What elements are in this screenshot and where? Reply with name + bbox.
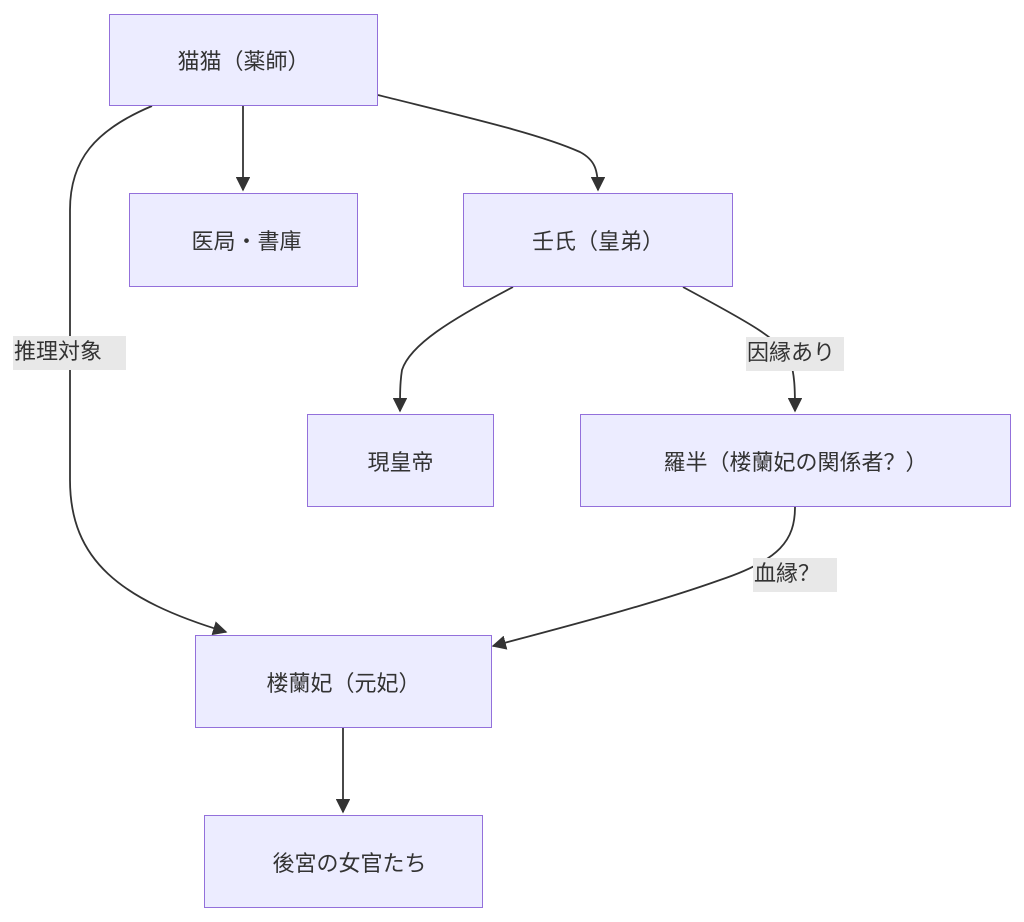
node-loulan[interactable]: 楼蘭妃（元妃）: [195, 635, 492, 728]
edge-label-blood: 血縁？: [753, 558, 837, 592]
node-rakan[interactable]: 羅半（楼蘭妃の関係者？）: [580, 414, 1011, 507]
node-maomao[interactable]: 猫猫（薬師）: [109, 14, 378, 106]
node-medical-office-label: 医局・書庫: [191, 230, 302, 255]
node-emperor[interactable]: 現皇帝: [307, 414, 494, 507]
edge-maomao-to-jinshi: [377, 94, 606, 192]
node-rakan-label: 羅半（楼蘭妃の関係者？）: [663, 450, 928, 476]
edge-maomao-to-loulan: [69, 105, 228, 636]
edge-label-inference: 推理対象: [13, 336, 126, 370]
node-loulan-label: 楼蘭妃（元妃）: [266, 671, 421, 697]
node-court-ladies-label: 後宮の女官たち: [272, 851, 427, 877]
edge-rakan-to-loulan: [491, 506, 796, 650]
node-court-ladies[interactable]: 後宮の女官たち: [204, 815, 483, 908]
node-medical-office[interactable]: 医局・書庫: [129, 193, 358, 287]
node-maomao-label: 猫猫（薬師）: [177, 50, 310, 75]
node-emperor-label: 現皇帝: [367, 450, 434, 476]
node-jinshi[interactable]: 壬氏（皇弟）: [463, 193, 733, 287]
edge-jinshi-to-emperor: [392, 286, 514, 413]
node-jinshi-label: 壬氏（皇弟）: [531, 230, 664, 255]
edge-label-connection: 因縁あり: [746, 337, 844, 371]
